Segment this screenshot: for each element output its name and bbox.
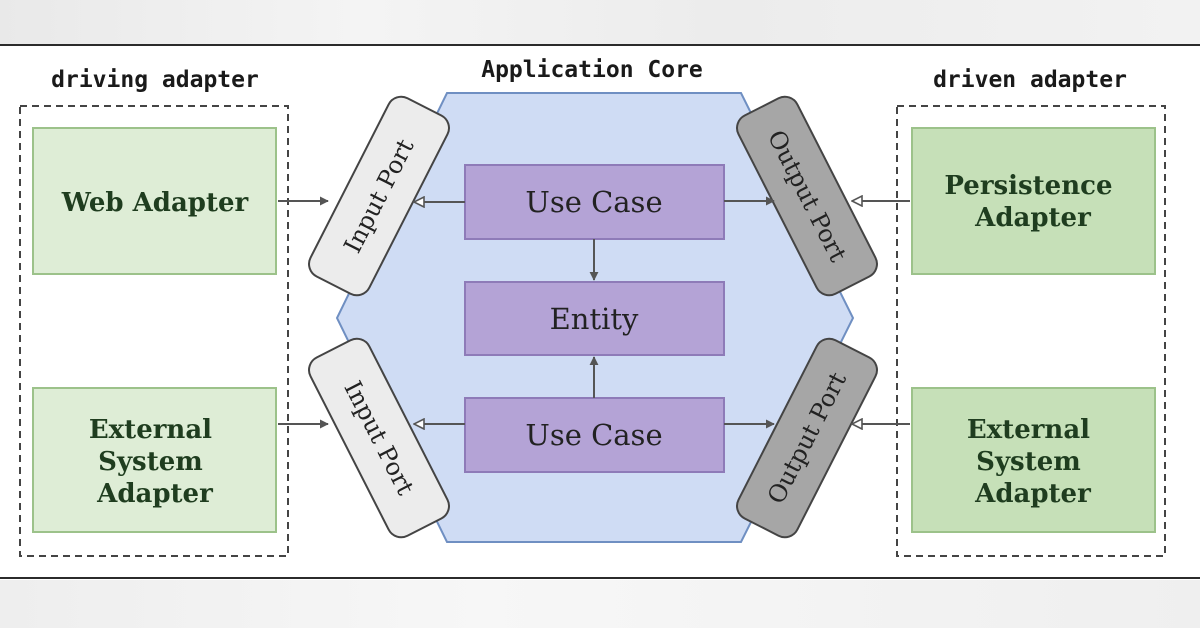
web-adapter-box[interactable] (32, 127, 277, 275)
use-case-top-label: Use Case (525, 185, 662, 219)
driven-adapter-title: driven adapter (933, 67, 1127, 93)
driven-external-system-adapter-label: External System Adapter (967, 415, 1099, 509)
driving-external-system-adapter-label: External System Adapter (89, 415, 221, 509)
driving-adapter-title: driving adapter (51, 67, 259, 93)
web-adapter-label: Web Adapter (61, 188, 249, 218)
use-case-bottom-box[interactable] (464, 397, 725, 473)
driven-adapter-container (896, 105, 1166, 557)
driven-external-system-adapter-box[interactable] (911, 387, 1156, 533)
persistence-adapter-label: Persistence Adapter (944, 171, 1121, 233)
entity-label: Entity (550, 302, 639, 336)
top-band (0, 0, 1200, 44)
bottom-band (0, 580, 1200, 628)
use-case-bottom-label: Use Case (525, 418, 662, 452)
driving-adapter-container (19, 105, 289, 557)
entity-box[interactable] (464, 281, 725, 356)
persistence-adapter-box[interactable] (911, 127, 1156, 275)
top-rule (0, 44, 1200, 46)
application-core-title: Application Core (481, 57, 703, 83)
bottom-rule (0, 577, 1200, 579)
driving-external-system-adapter-box[interactable] (32, 387, 277, 533)
